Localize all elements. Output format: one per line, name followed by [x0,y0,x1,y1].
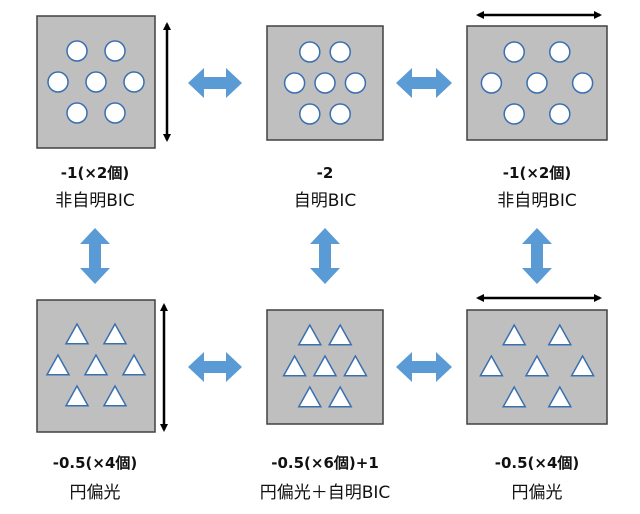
triangular-hole-bottom-center-1 [327,323,353,346]
circular-hole-top-left-4 [123,71,145,93]
triangular-hole-bottom-right-3 [524,354,550,377]
transition-arrow-bottom-center-right [396,352,452,382]
triangular-hole-bottom-left-5 [64,384,90,407]
name-label-bottom-right: 円偏光 [512,483,563,503]
triangular-hole-bottom-center-6 [327,385,353,408]
triangular-hole-bottom-center-5 [297,385,323,408]
name-label-bottom-center: 円偏光＋自明BIC [260,483,391,503]
name-label-top-right: 非自明BIC [497,191,577,211]
circular-hole-top-center-4 [344,72,367,94]
transition-arrow-left-column [80,228,110,284]
triangular-hole-bottom-left-3 [83,353,109,376]
circular-hole-top-right-5 [503,103,525,125]
triangular-hole-bottom-left-0 [64,322,90,345]
triangular-hole-bottom-right-4 [570,354,595,377]
panel-top-center [266,25,384,141]
name-label-bottom-left: 円偏光 [70,483,121,503]
circular-hole-top-left-1 [104,40,126,62]
name-label-top-left: 非自明BIC [55,191,135,211]
panel-top-left [36,15,156,149]
circular-hole-top-right-6 [549,103,571,125]
triangular-hole-bottom-right-6 [547,385,573,408]
triangular-hole-bottom-center-4 [343,354,368,377]
charge-label-top-left: -1(×2個) [61,164,129,182]
panel-bottom-left [36,299,156,433]
circular-hole-top-left-3 [85,71,107,93]
triangular-hole-bottom-right-0 [501,323,527,346]
panel-bottom-right [466,309,608,425]
charge-label-top-center: -2 [317,164,334,182]
triangular-hole-bottom-center-0 [297,323,323,346]
circular-hole-top-left-6 [104,102,126,124]
triangular-hole-bottom-left-1 [102,322,128,345]
circular-hole-top-center-6 [329,103,351,125]
triangular-hole-bottom-center-3 [312,354,338,377]
circular-hole-top-right-2 [480,72,503,94]
triangular-hole-bottom-left-2 [45,353,71,376]
transition-arrow-bottom-left-center [188,352,242,382]
transition-arrow-top-left-center [188,68,242,98]
triangular-hole-bottom-right-2 [479,354,504,377]
name-label-top-center: 自明BIC [294,191,357,211]
circular-hole-top-right-4 [571,72,594,94]
circular-hole-top-right-0 [503,41,525,63]
panel-bottom-center [266,309,384,425]
triangular-hole-bottom-left-6 [102,384,128,407]
panel-top-right [466,25,608,141]
triangular-hole-bottom-right-1 [547,323,573,346]
circular-hole-top-center-2 [283,72,306,94]
transition-arrow-center-column [310,228,340,284]
circular-hole-top-center-0 [299,41,321,63]
circular-hole-top-center-3 [314,72,336,94]
circular-hole-top-center-5 [299,103,321,125]
circular-hole-top-right-1 [549,41,571,63]
circular-hole-top-left-2 [47,71,69,93]
circular-hole-top-center-1 [329,41,351,63]
circular-hole-top-left-5 [66,102,88,124]
transition-arrow-right-column [522,228,552,284]
triangular-hole-bottom-left-4 [121,353,147,376]
transition-arrow-top-center-right [396,68,452,98]
charge-label-bottom-right: -0.5(×4個) [495,454,580,472]
circular-hole-top-right-3 [526,72,548,94]
charge-label-bottom-left: -0.5(×4個) [53,454,138,472]
triangular-hole-bottom-right-5 [501,385,527,408]
circular-hole-top-left-0 [66,40,88,62]
triangular-hole-bottom-center-2 [282,354,307,377]
charge-label-bottom-center: -0.5(×6個)+1 [271,454,379,472]
charge-label-top-right: -1(×2個) [503,164,571,182]
